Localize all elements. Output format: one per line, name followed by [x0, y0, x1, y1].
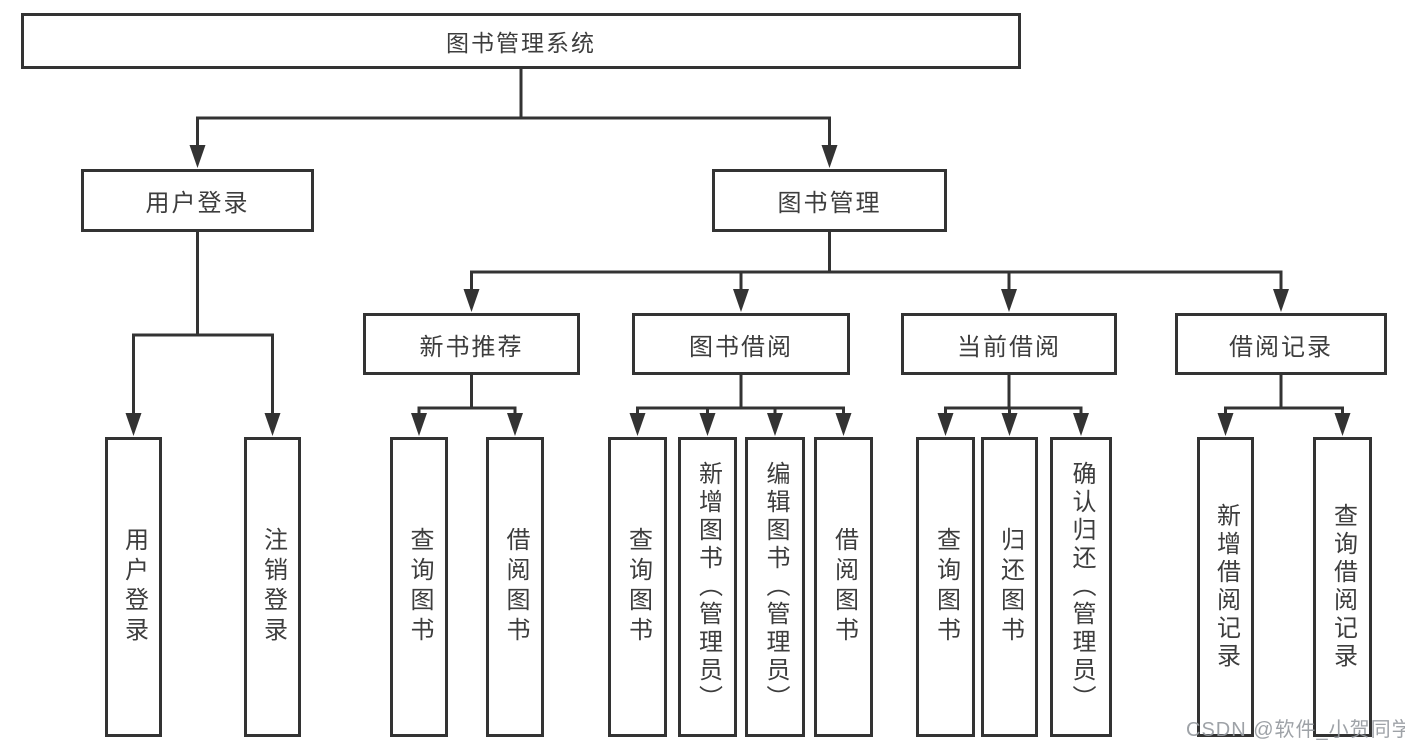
arrow-down-icon [1217, 413, 1234, 436]
leaf-borrow-books-newrec: 借阅图书 [486, 437, 544, 737]
arrow-down-icon [1001, 413, 1018, 436]
leaf-query-books-newrec: 查询图书 [390, 437, 448, 737]
node-new-book-recommendation-label: 新书推荐 [419, 333, 524, 361]
node-root: 图书管理系统 [21, 13, 1021, 69]
connector-group-3 [411, 375, 523, 436]
leaf-return-books: 归还图书 [981, 437, 1038, 737]
leaf-borrow-books-borrow: 借阅图书 [814, 437, 873, 737]
node-current-borrowing-label: 当前借阅 [957, 333, 1061, 361]
leaf-add-books-admin: 新增图书（管理员） [678, 437, 737, 737]
node-user-login-label: 用户登录 [145, 190, 250, 217]
leaf-add-borrow-record-label: 新增借阅记录 [1212, 503, 1240, 671]
arrow-down-icon [189, 145, 206, 168]
leaf-confirm-return-admin: 确认归还（管理员） [1050, 437, 1112, 737]
node-new-book-recommendation: 新书推荐 [363, 313, 580, 375]
connector-group-2 [125, 232, 281, 436]
arrow-down-icon [1073, 413, 1089, 436]
leaf-borrow-books-newrec-label: 借阅图书 [502, 527, 529, 647]
arrow-down-icon [821, 145, 838, 168]
leaf-add-books-admin-label: 新增图书（管理员） [694, 461, 722, 713]
arrow-down-icon [411, 413, 427, 436]
arrow-down-icon [937, 413, 954, 436]
connector-group-5 [937, 375, 1089, 436]
leaf-return-books-label: 归还图书 [996, 527, 1024, 647]
node-current-borrowing: 当前借阅 [901, 313, 1117, 375]
arrow-down-icon [629, 413, 646, 436]
arrow-down-icon [1001, 289, 1017, 312]
connector-group-6 [1217, 375, 1351, 436]
node-book-borrowing: 图书借阅 [632, 313, 850, 375]
arrow-down-icon [125, 413, 142, 436]
connector-group-1 [463, 232, 1289, 312]
connector-group-0 [189, 69, 838, 168]
node-book-management-label: 图书管理 [777, 190, 882, 217]
leaf-confirm-return-admin-label: 确认归还（管理员） [1068, 461, 1095, 713]
arrow-down-icon [699, 413, 716, 436]
node-borrowing-records-label: 借阅记录 [1229, 333, 1333, 361]
node-root-label: 图书管理系统 [446, 30, 596, 56]
leaf-query-books-current-label: 查询图书 [932, 527, 960, 647]
leaf-edit-books-admin-label: 编辑图书（管理员） [762, 461, 789, 713]
leaf-user-login-label: 用户登录 [120, 527, 148, 647]
leaf-borrow-books-borrow-label: 借阅图书 [830, 527, 858, 647]
arrow-down-icon [733, 289, 749, 312]
leaf-add-borrow-record: 新增借阅记录 [1197, 437, 1254, 737]
arrow-down-icon [1273, 289, 1289, 312]
node-book-borrowing-label: 图书借阅 [689, 333, 793, 361]
arrow-down-icon [835, 413, 852, 436]
node-borrowing-records: 借阅记录 [1175, 313, 1387, 375]
leaf-query-books-current: 查询图书 [916, 437, 975, 737]
leaf-query-borrow-record: 查询借阅记录 [1313, 437, 1372, 737]
arrow-down-icon [507, 413, 523, 436]
leaf-logout-label: 注销登录 [259, 527, 287, 647]
leaf-edit-books-admin: 编辑图书（管理员） [745, 437, 805, 737]
connector-group-4 [629, 375, 852, 436]
leaf-query-books-borrow-label: 查询图书 [624, 527, 652, 647]
leaf-query-books-newrec-label: 查询图书 [406, 527, 433, 647]
node-user-login: 用户登录 [81, 169, 314, 232]
leaf-logout: 注销登录 [244, 437, 301, 737]
arrow-down-icon [767, 413, 783, 436]
node-book-management: 图书管理 [712, 169, 947, 232]
leaf-user-login: 用户登录 [105, 437, 162, 737]
arrow-down-icon [264, 413, 281, 436]
csdn-watermark: CSDN @软件_小贺同学 [1186, 719, 1405, 741]
leaf-query-borrow-record-label: 查询借阅记录 [1329, 503, 1357, 671]
arrow-down-icon [463, 289, 480, 312]
leaf-query-books-borrow: 查询图书 [608, 437, 667, 737]
arrow-down-icon [1334, 413, 1351, 436]
